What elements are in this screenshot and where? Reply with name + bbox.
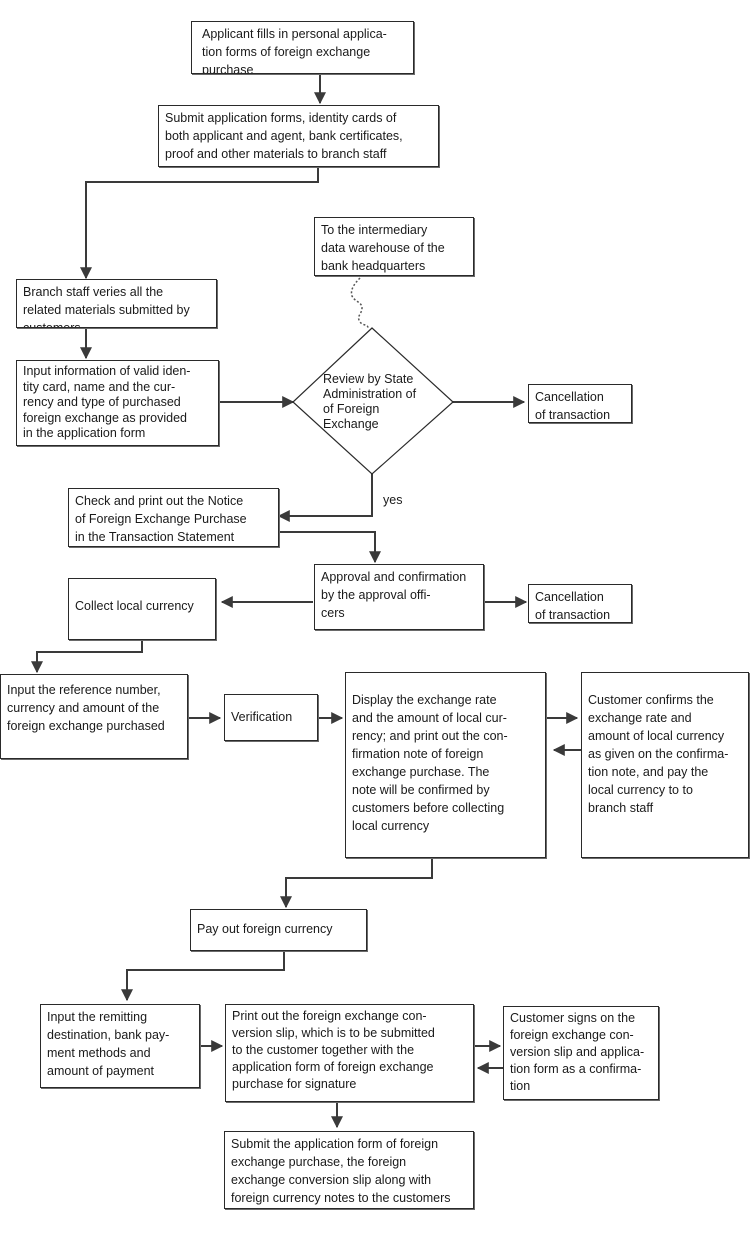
node-verification: Verification — [224, 694, 318, 741]
node-customer-confirms: Customer confirms the exchange rate and … — [581, 672, 749, 858]
node-data-warehouse-text: To the intermediary data warehouse of th… — [321, 223, 445, 273]
node-input-identity-info: Input information of valid iden- tity ca… — [16, 360, 219, 446]
node-customer-confirms-text: Customer confirms the exchange rate and … — [588, 693, 729, 815]
node-collect-local-currency: Collect local currency — [68, 578, 216, 640]
node-customer-signs: Customer signs on the foreign exchange c… — [503, 1006, 659, 1100]
node-display-exchange-rate-text: Display the exchange rate and the amount… — [352, 693, 508, 833]
edge-label-yes: yes — [383, 493, 403, 507]
node-collect-local-currency-text: Collect local currency — [75, 599, 194, 613]
squiggle-connector — [350, 277, 369, 329]
node-input-remitting-destination: Input the remitting destination, bank pa… — [40, 1004, 200, 1088]
node-display-exchange-rate: Display the exchange rate and the amount… — [345, 672, 546, 858]
node-data-warehouse: To the intermediary data warehouse of th… — [314, 217, 474, 276]
node-cancellation-1: Cancellation of transaction — [528, 384, 632, 423]
node-customer-signs-text: Customer signs on the foreign exchange c… — [510, 1011, 645, 1093]
node-cancellation-1-text: Cancellation of transaction — [535, 390, 611, 422]
node-submit-forms: Submit application forms, identity cards… — [158, 105, 439, 167]
decision-review-label: Review by State Administration of of For… — [323, 372, 443, 432]
review-decision-shape — [292, 327, 454, 475]
arrow-14-to-16 — [280, 858, 433, 909]
node-applicant-fills-forms: Applicant fills in personal applica- tio… — [191, 21, 414, 74]
node-cancellation-2-text: Cancellation of transaction — [535, 590, 611, 622]
node-applicant-fills-forms-text: Applicant fills in personal applica- tio… — [202, 27, 387, 74]
node-input-identity-info-text: Input information of valid iden- tity ca… — [23, 364, 191, 440]
decision-review-text: Review by State Administration of of For… — [323, 372, 417, 431]
node-verification-text: Verification — [231, 710, 293, 724]
arrow-2-to-3 — [80, 167, 319, 280]
node-submit-to-customers-text: Submit the application form of foreign e… — [231, 1137, 451, 1205]
node-input-reference-text: Input the reference number, currency and… — [7, 683, 165, 733]
node-cancellation-2: Cancellation of transaction — [528, 584, 632, 623]
node-staff-verifies: Branch staff veries all the related mate… — [16, 279, 217, 328]
node-input-reference: Input the reference number, currency and… — [0, 674, 188, 759]
arrow-16-to-17 — [121, 951, 285, 1002]
arrow-10-to-12 — [31, 640, 143, 674]
arrow-8-to-9 — [279, 531, 381, 564]
node-approval-confirmation-text: Approval and confirmation by the approva… — [321, 570, 467, 620]
node-pay-out-foreign-currency: Pay out foreign currency — [190, 909, 367, 951]
node-print-conversion-slip-text: Print out the foreign exchange con- vers… — [232, 1009, 435, 1091]
node-check-print-notice: Check and print out the Notice of Foreig… — [68, 488, 279, 547]
node-approval-confirmation: Approval and confirmation by the approva… — [314, 564, 484, 630]
node-staff-verifies-text: Branch staff veries all the related mate… — [23, 285, 190, 328]
node-submit-forms-text: Submit application forms, identity cards… — [165, 111, 403, 161]
node-print-conversion-slip: Print out the foreign exchange con- vers… — [225, 1004, 474, 1102]
node-input-remitting-destination-text: Input the remitting destination, bank pa… — [47, 1010, 170, 1078]
node-submit-to-customers: Submit the application form of foreign e… — [224, 1131, 474, 1209]
node-pay-out-foreign-currency-text: Pay out foreign currency — [197, 922, 333, 936]
node-check-print-notice-text: Check and print out the Notice of Foreig… — [75, 494, 247, 544]
arrow-6-to-8 — [277, 474, 373, 522]
